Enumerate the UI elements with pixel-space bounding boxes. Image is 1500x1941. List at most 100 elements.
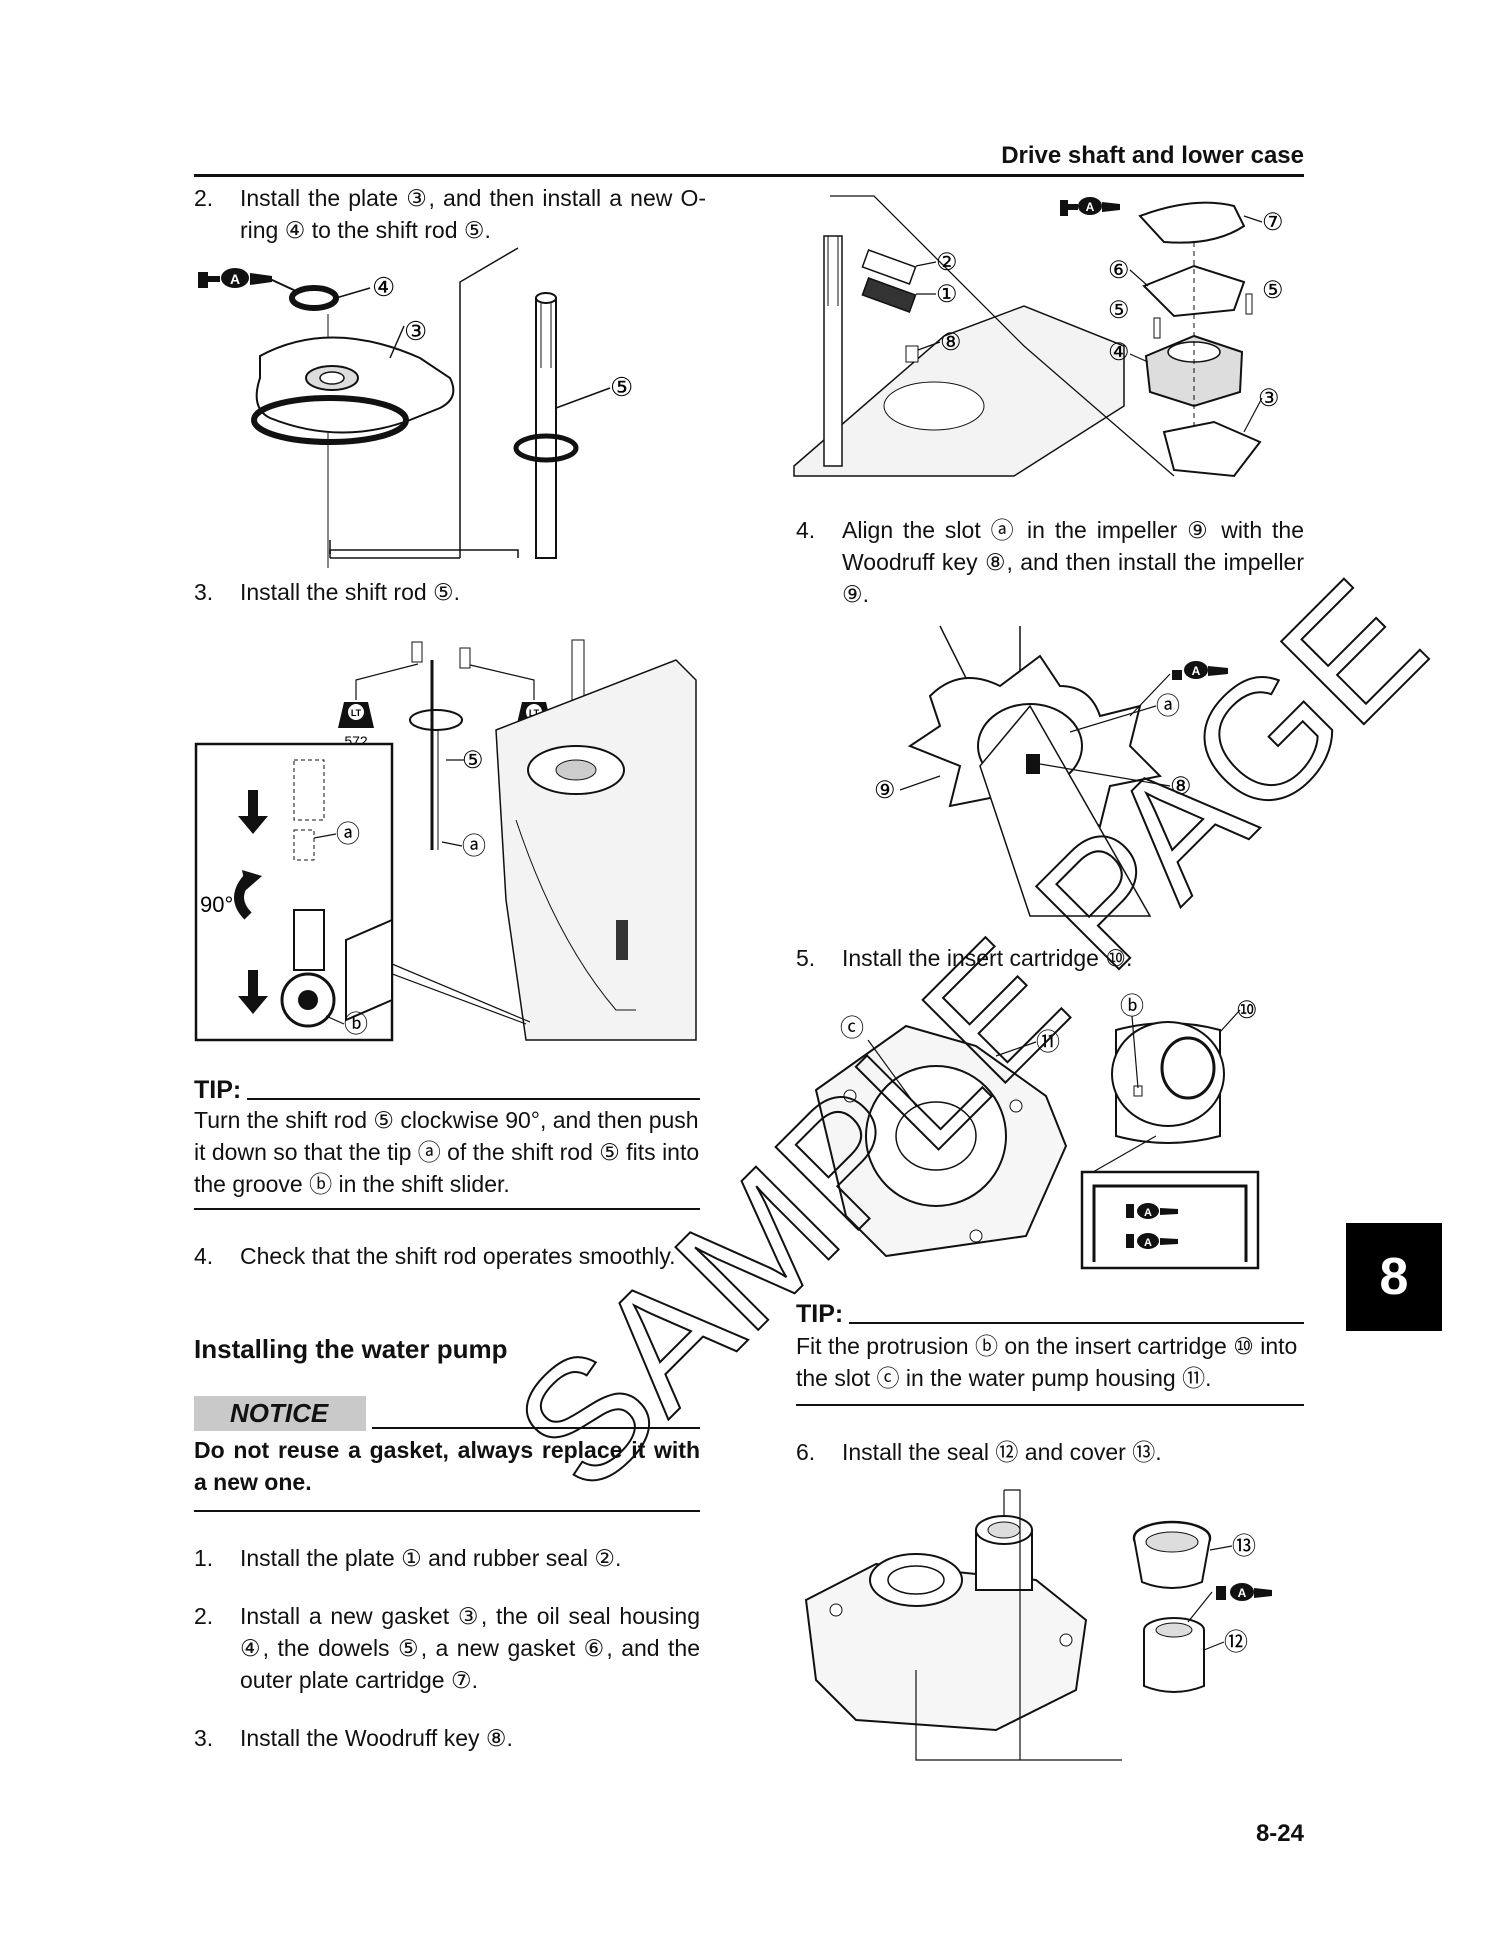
cover-shape	[1132, 1520, 1212, 1589]
shift-rod-shape	[513, 292, 579, 559]
lower-case-top-shape	[793, 235, 1125, 477]
step-text: Install the Woodruff key ⑧.	[240, 1725, 513, 1751]
step-text: Install the shift rod ⑤.	[240, 579, 461, 605]
lube-a-icon: A	[1126, 1233, 1178, 1249]
step-install-plate: 2. Install the plate ③, and then install…	[194, 182, 706, 246]
step-text: Check that the shift rod operates smooth…	[240, 1243, 676, 1269]
gasket-shape	[1162, 420, 1262, 478]
tip-heading: TIP:	[796, 1300, 1304, 1329]
seal-shape	[1143, 1617, 1205, 1693]
notice-label: NOTICE	[194, 1396, 366, 1431]
tip-rule	[796, 1404, 1304, 1406]
watermark-text: SAMPLE PAGE	[480, 546, 1461, 1527]
page-number: 8-24	[1255, 1820, 1304, 1847]
figure-seal-cover: ⑬ A ⑫	[804, 1489, 1272, 1761]
svg-text:LT: LT	[529, 708, 540, 718]
chapter-tab: 8	[1346, 1223, 1442, 1331]
step-text: Install the plate ① and rubber seal ②.	[240, 1545, 622, 1571]
step-number: 5.	[796, 945, 816, 971]
figure-plate-oring: A ④ ③ ⑤	[198, 247, 633, 568]
lower-case-shape	[495, 639, 697, 1041]
arrow-down-icon	[238, 790, 268, 834]
step-number: 6.	[796, 1439, 816, 1465]
lube-a-icon: A	[1060, 197, 1120, 216]
step-number: 3.	[194, 579, 214, 605]
callout-2: ②	[936, 249, 958, 276]
lube-a-icon: A	[1126, 1203, 1178, 1219]
figure-impeller: A ⓐ ⑧ ⑨	[874, 625, 1228, 917]
callout-b: ⓑ	[344, 1011, 368, 1038]
lube-a-icon: A	[1172, 661, 1228, 680]
callout-b: ⓑ	[1120, 993, 1144, 1020]
step-check-shift-rod: 4. Check that the shift rod operates smo…	[194, 1240, 700, 1272]
svg-text:LT: LT	[351, 708, 362, 718]
callout-c: ⓒ	[840, 1015, 864, 1042]
running-header: Drive shaft and lower case	[1001, 142, 1304, 169]
step-text: Install the insert cartridge ⑩.	[842, 945, 1133, 971]
figure-insert-cartridge: ⓒ ⑪ ⓑ ⑩ A A	[814, 993, 1260, 1270]
step-number: 2.	[194, 185, 214, 211]
angle-label: 90°	[200, 892, 233, 917]
outer-plate-shape	[1138, 201, 1246, 244]
step-wp-3: 3. Install the Woodruff key ⑧.	[194, 1722, 700, 1754]
header-rule	[194, 174, 1304, 177]
svg-text:A: A	[230, 271, 240, 287]
figure-shift-rod-install: LT 572 LT 572 ⑤ ⓐ 90° ⓐ ⓑ	[194, 639, 697, 1042]
callout-4: ④	[1108, 339, 1130, 366]
lube-a-icon: A	[198, 268, 272, 288]
step-install-seal-cover: 6. Install the seal ⑫ and cover ⑬.	[796, 1436, 1304, 1468]
notice-heading: NOTICE	[194, 1396, 700, 1431]
callout-8: ⑧	[940, 329, 962, 356]
callout-a: ⓐ	[336, 821, 360, 848]
callout-5: ⑤	[1262, 277, 1284, 304]
tip-heading: TIP:	[194, 1076, 700, 1105]
step-align-impeller: 4. Align the slot ⓐ in the impeller ⑨ wi…	[796, 514, 1304, 610]
tip-rule	[194, 1208, 700, 1210]
callout-6: ⑥	[1108, 257, 1130, 284]
woodruff-key-shape	[1026, 754, 1040, 774]
plate-shape	[255, 336, 455, 434]
svg-text:A: A	[1238, 1586, 1247, 1600]
callout-8: ⑧	[1170, 773, 1192, 800]
notice-text: Do not reuse a gasket, always replace it…	[194, 1437, 700, 1495]
callout-4: ④	[372, 272, 395, 302]
step-number: 3.	[194, 1725, 214, 1751]
step-install-shift-rod: 3. Install the shift rod ⑤.	[194, 576, 706, 608]
callout-11: ⑪	[1036, 1029, 1060, 1056]
svg-text:A: A	[1144, 1207, 1152, 1219]
callout-5: ⑤	[462, 747, 484, 774]
step-wp-2: 2. Install a new gasket ③, the oil seal …	[194, 1600, 700, 1696]
callout-7: ⑦	[1262, 209, 1284, 236]
step-text: Install a new gasket ③, the oil seal hou…	[240, 1603, 700, 1693]
svg-text:A: A	[1144, 1237, 1152, 1249]
callout-3: ③	[404, 316, 427, 346]
callout-10: ⑩	[1236, 997, 1258, 1024]
tip-text: Fit the protrusion ⓑ on the insert cartr…	[796, 1333, 1298, 1391]
arrow-down-icon	[238, 970, 268, 1014]
callout-a: ⓐ	[1156, 693, 1180, 720]
step-text: Install the plate ③, and then install a …	[240, 185, 706, 243]
callout-5: ⑤	[610, 372, 633, 402]
step-number: 4.	[796, 517, 816, 543]
tip-text: Turn the shift rod ⑤ clockwise 90°, and …	[194, 1107, 700, 1197]
callout-a: ⓐ	[462, 833, 486, 860]
step-wp-1: 1. Install the plate ① and rubber seal ②…	[194, 1542, 700, 1574]
step-text: Align the slot ⓐ in the impeller ⑨ with …	[842, 517, 1304, 607]
lube-a-icon: A	[1216, 1583, 1272, 1601]
section-title: Installing the water pump	[194, 1334, 508, 1364]
callout-9: ⑨	[874, 777, 896, 804]
callout-5: ⑤	[1108, 297, 1130, 324]
step-number: 1.	[194, 1545, 214, 1571]
insert-cartridge-shape	[1111, 1021, 1225, 1144]
inset-box	[1080, 1170, 1260, 1270]
step-insert-cartridge: 5. Install the insert cartridge ⑩.	[796, 942, 1304, 974]
callout-13: ⑬	[1232, 1533, 1256, 1560]
svg-text:A: A	[1086, 200, 1095, 214]
step-text: Install the seal ⑫ and cover ⑬.	[842, 1439, 1162, 1465]
callout-3: ③	[1258, 385, 1280, 412]
step-number: 4.	[194, 1243, 214, 1269]
svg-text:A: A	[1192, 664, 1201, 678]
figure-water-pump-exploded: ② ① ⑧ A ⑦ ⑥ ⑤ ⑤ ④ ③	[793, 195, 1284, 478]
step-number: 2.	[194, 1603, 214, 1629]
